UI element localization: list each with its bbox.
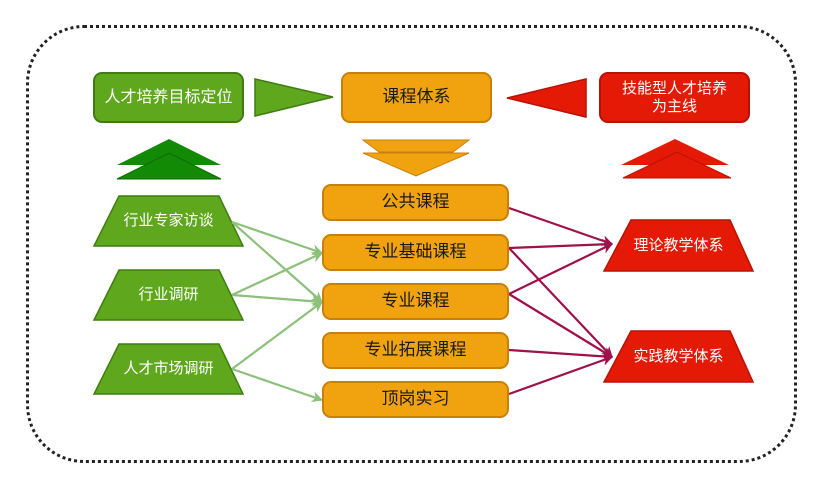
skill-mainline-box: 技能型人才培养 为主线 bbox=[599, 72, 750, 123]
trapezoid-source-2 bbox=[92, 343, 245, 395]
source-to-course-arrow bbox=[231, 293, 324, 307]
source-label-0: 行业专家访谈 bbox=[123, 211, 214, 230]
goal-positioning-box: 人才培养目标定位 bbox=[93, 72, 244, 123]
course-system-box: 课程体系 bbox=[341, 72, 492, 123]
course-to-system-arrow bbox=[508, 238, 614, 250]
course-box-1: 专业基础课程 bbox=[322, 234, 509, 271]
course-box-0: 公共课程 bbox=[322, 184, 509, 221]
course-to-system-arrow bbox=[508, 247, 613, 358]
course-box-2: 专业课程 bbox=[322, 283, 509, 320]
course-box-3: 专业拓展课程 bbox=[322, 332, 509, 369]
dotted-frame bbox=[26, 25, 797, 463]
course-to-system-arrow bbox=[508, 243, 613, 295]
system-label-0: 理论教学体系 bbox=[633, 235, 724, 254]
red-double-chevron-up-icon bbox=[621, 139, 732, 179]
orange-double-chevron-down-icon bbox=[361, 139, 471, 177]
source-to-course-arrow bbox=[231, 252, 323, 296]
trapezoid-source-1 bbox=[92, 269, 245, 321]
source-to-course-arrow bbox=[231, 301, 323, 370]
red-left-arrow-icon bbox=[506, 78, 587, 118]
source-to-course-arrow bbox=[231, 367, 324, 402]
course-to-system-arrow bbox=[508, 293, 613, 358]
source-to-course-arrow bbox=[231, 221, 323, 303]
connector-arrows bbox=[231, 206, 614, 402]
course-box-4: 顶岗实习 bbox=[322, 381, 509, 418]
green-right-arrow-icon bbox=[254, 78, 334, 117]
trapezoid-source-0 bbox=[92, 195, 245, 247]
green-double-chevron-up-icon bbox=[116, 139, 222, 180]
system-label-1: 实践教学体系 bbox=[633, 346, 724, 365]
trapezoid-system-0 bbox=[602, 219, 755, 272]
course-to-system-arrow bbox=[508, 355, 614, 396]
source-to-course-arrow bbox=[231, 220, 324, 255]
course-to-system-arrow bbox=[508, 348, 614, 362]
course-to-system-arrow bbox=[508, 206, 614, 246]
source-label-2: 人才市场调研 bbox=[123, 359, 214, 378]
source-label-1: 行业调研 bbox=[138, 285, 199, 304]
